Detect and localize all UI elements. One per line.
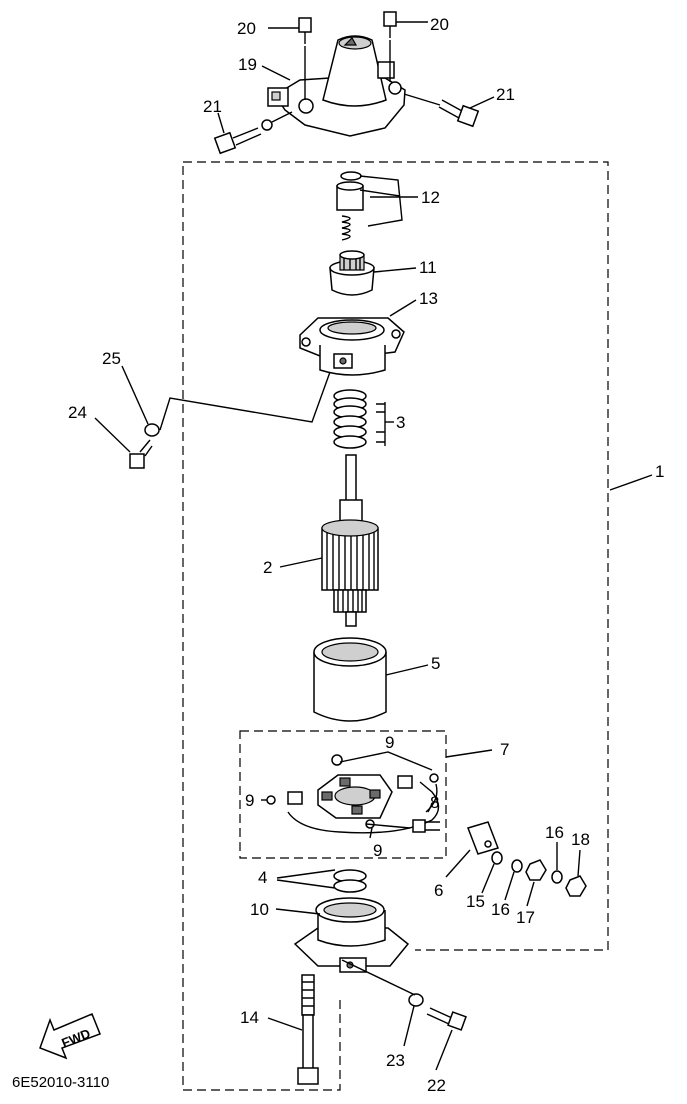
callout-23: 23	[386, 1051, 405, 1070]
callout-21-left: 21	[203, 97, 222, 116]
diagram-code: 6E52010-3110	[12, 1074, 109, 1091]
callout-numbers: 20 20 19 21 21 12 11 13 3 25 24 1 2 5 9 …	[68, 15, 664, 1095]
fwd-arrow-icon: FWD	[39, 1013, 101, 1060]
yoke-housing-part	[313, 637, 387, 722]
starter-assembly-boundary	[182, 161, 609, 1091]
bolt-24-washer-25	[129, 423, 160, 469]
through-bolt-part	[297, 974, 319, 1085]
callout-18: 18	[571, 830, 590, 849]
callout-4: 4	[258, 868, 267, 887]
callout-15: 15	[466, 892, 485, 911]
callout-17: 17	[516, 908, 535, 927]
callout-16-right: 16	[545, 823, 564, 842]
callout-9-top: 9	[385, 733, 394, 752]
callout-21-right: 21	[496, 85, 515, 104]
callout-3: 3	[396, 413, 405, 432]
washer-4-part	[333, 869, 367, 893]
screw-20-right	[383, 11, 397, 82]
terminal-nut-washer-stack	[467, 821, 587, 897]
callout-24: 24	[68, 403, 87, 422]
alignment-lines	[159, 175, 438, 996]
brush-holder-boundary	[239, 730, 447, 859]
callout-5: 5	[431, 654, 440, 673]
callout-8: 8	[430, 793, 439, 812]
rear-bracket-part	[293, 897, 410, 973]
leader-lines	[94, 21, 653, 1071]
stop-ring-collar-spring	[336, 171, 364, 241]
callout-10: 10	[250, 900, 269, 919]
assembly-boundaries	[182, 161, 609, 1091]
front-bracket-part	[299, 317, 405, 376]
top-cover-part	[267, 35, 406, 137]
terminal-bolt-part	[412, 819, 440, 833]
callout-13: 13	[419, 289, 438, 308]
callout-11: 11	[419, 258, 437, 277]
callout-22: 22	[427, 1076, 446, 1095]
callout-19: 19	[238, 55, 257, 74]
armature-part	[321, 454, 379, 627]
pinion-gear-part	[329, 250, 375, 296]
bolt-21-right	[403, 93, 480, 128]
callout-9-bottom: 9	[373, 841, 382, 860]
callout-9-left: 9	[245, 791, 254, 810]
shim-washers-stack	[333, 389, 367, 449]
bolt-21-left	[213, 111, 293, 155]
callout-20-left: 20	[237, 19, 256, 38]
mounting-bolt-part	[408, 993, 467, 1031]
callout-12: 12	[421, 188, 440, 207]
callout-6: 6	[434, 881, 443, 900]
callout-7: 7	[500, 740, 509, 759]
callout-20-right: 20	[430, 15, 449, 34]
callout-1: 1	[655, 462, 664, 481]
callout-16-left: 16	[491, 900, 510, 919]
callout-14: 14	[240, 1008, 259, 1027]
screw-20-left	[298, 17, 312, 100]
callout-25: 25	[102, 349, 121, 368]
callout-2: 2	[263, 558, 272, 577]
